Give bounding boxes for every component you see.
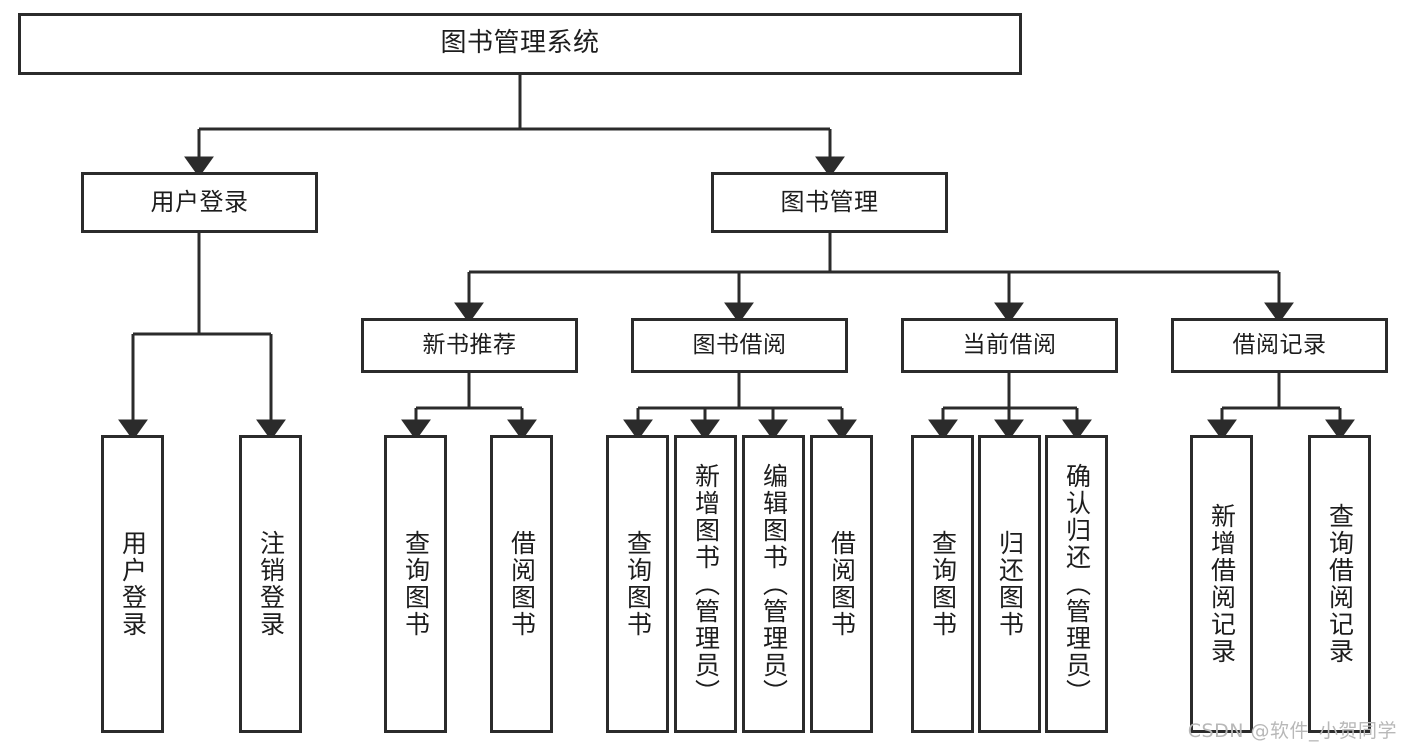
node-new-book-recommend[interactable]: 新书推荐 (361, 318, 578, 373)
node-label: 图书管理 (780, 187, 879, 216)
leaf-query-borrow-record[interactable]: 查询借阅记录 (1308, 435, 1371, 733)
leaf-query-book-current[interactable]: 查询图书 (911, 435, 974, 733)
node-label: 归还图书 (995, 530, 1025, 638)
leaf-add-book-admin[interactable]: 新增图书（管理员） (674, 435, 737, 733)
node-label: 查询图书 (401, 530, 431, 638)
node-label: 编辑图书（管理员） (759, 462, 789, 706)
node-label: 确认归还（管理员） (1062, 462, 1092, 706)
leaf-confirm-return-admin[interactable]: 确认归还（管理员） (1045, 435, 1108, 733)
node-label: 新增图书（管理员） (691, 462, 721, 706)
node-root-book-management-system[interactable]: 图书管理系统 (18, 13, 1022, 75)
node-label: 图书管理系统 (440, 28, 600, 59)
leaf-user-login[interactable]: 用户登录 (101, 435, 164, 733)
node-label: 借阅图书 (827, 530, 857, 638)
leaf-query-book-recommend[interactable]: 查询图书 (384, 435, 447, 733)
node-label: 借阅记录 (1232, 332, 1327, 359)
node-label: 新书推荐 (422, 332, 517, 359)
node-user-login[interactable]: 用户登录 (81, 172, 318, 233)
node-label: 查询借阅记录 (1325, 503, 1355, 665)
node-label: 注销登录 (256, 530, 286, 638)
node-label: 查询图书 (928, 530, 958, 638)
leaf-edit-book-admin[interactable]: 编辑图书（管理员） (742, 435, 805, 733)
node-label: 新增借阅记录 (1207, 503, 1237, 665)
node-book-borrow[interactable]: 图书借阅 (631, 318, 848, 373)
leaf-add-borrow-record[interactable]: 新增借阅记录 (1190, 435, 1253, 733)
node-label: 查询图书 (623, 530, 653, 638)
node-label: 借阅图书 (507, 530, 537, 638)
node-label: 当前借阅 (962, 332, 1057, 359)
node-label: 用户登录 (150, 187, 249, 216)
node-label: 用户登录 (118, 530, 148, 638)
leaf-logout[interactable]: 注销登录 (239, 435, 302, 733)
node-current-borrow[interactable]: 当前借阅 (901, 318, 1118, 373)
node-label: 图书借阅 (692, 332, 787, 359)
node-borrow-record[interactable]: 借阅记录 (1171, 318, 1388, 373)
leaf-return-book[interactable]: 归还图书 (978, 435, 1041, 733)
node-book-management[interactable]: 图书管理 (711, 172, 948, 233)
leaf-borrow-book[interactable]: 借阅图书 (810, 435, 873, 733)
leaf-borrow-book-recommend[interactable]: 借阅图书 (490, 435, 553, 733)
leaf-query-book-borrow[interactable]: 查询图书 (606, 435, 669, 733)
